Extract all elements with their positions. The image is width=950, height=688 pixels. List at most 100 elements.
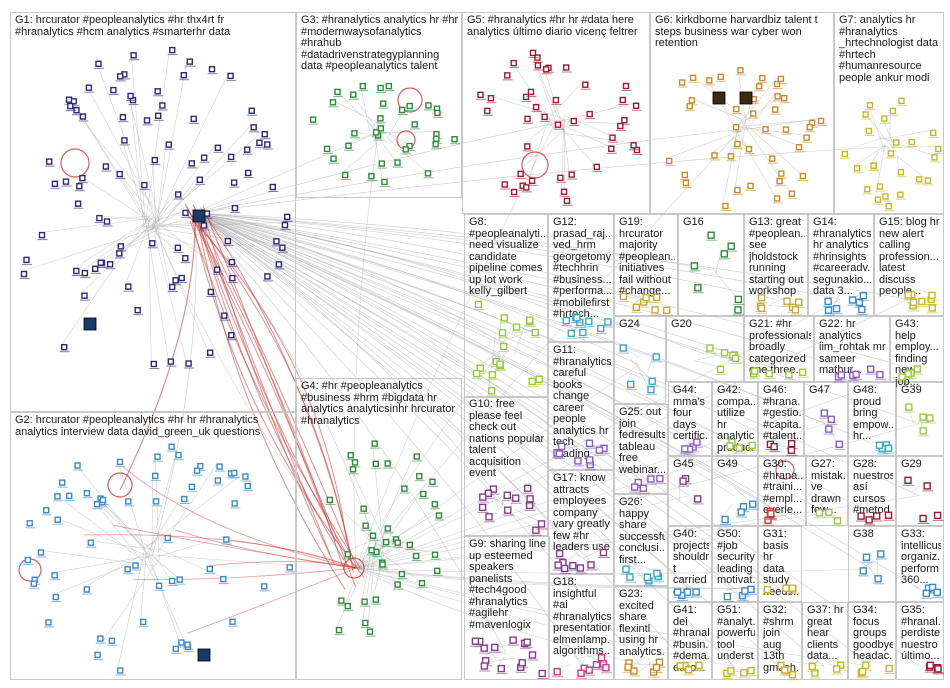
edge bbox=[117, 459, 148, 559]
edge bbox=[21, 227, 156, 272]
edge bbox=[745, 118, 819, 130]
group-label-g18: G18: insightful #ai #hranalytics present… bbox=[553, 577, 611, 657]
node-g4 bbox=[394, 539, 401, 546]
node-g2 bbox=[97, 635, 104, 642]
node-g2 bbox=[65, 492, 73, 500]
node-g1 bbox=[67, 102, 74, 110]
node-g2 bbox=[244, 482, 252, 490]
node-g2 bbox=[229, 618, 236, 625]
node-g5 bbox=[501, 181, 508, 188]
node-g6 bbox=[777, 75, 785, 83]
node-g1 bbox=[62, 178, 70, 185]
node-g47 bbox=[835, 440, 843, 448]
node-g34 bbox=[862, 661, 870, 669]
self-loop-edge bbox=[343, 557, 365, 579]
edge bbox=[130, 97, 145, 231]
edge bbox=[327, 497, 383, 549]
node-g2 bbox=[178, 639, 185, 646]
node-g47 bbox=[825, 425, 833, 433]
edge bbox=[143, 558, 157, 584]
edge bbox=[355, 129, 742, 569]
edge bbox=[374, 453, 415, 546]
node-g1 bbox=[174, 191, 182, 198]
edge bbox=[94, 501, 145, 564]
node-g4 bbox=[372, 460, 379, 467]
group-label-g13: G13: great #peoplean... see jholdstock r… bbox=[749, 217, 805, 297]
node-g3 bbox=[368, 172, 375, 180]
node-g2 bbox=[193, 467, 201, 474]
node-g10 bbox=[503, 491, 511, 499]
group-box-g45: G45 bbox=[668, 456, 712, 526]
edge bbox=[825, 660, 834, 667]
edge bbox=[355, 567, 825, 667]
node-g10 bbox=[504, 506, 512, 514]
node-g2 bbox=[124, 566, 131, 573]
edge bbox=[915, 289, 930, 293]
node-g2 bbox=[181, 495, 188, 503]
edge bbox=[548, 81, 584, 119]
group-box-g26: G26: happy share successful conclusi... … bbox=[614, 494, 668, 586]
group-label-g33: G33: intellicus organiz... perform 360..… bbox=[901, 529, 941, 586]
node-g2 bbox=[87, 539, 95, 546]
avatar-node-image bbox=[197, 648, 211, 662]
edge bbox=[355, 495, 920, 569]
group-box-g23: G23: excited share flexintl using hr ana… bbox=[614, 586, 668, 680]
edge bbox=[194, 212, 827, 514]
node-g46 bbox=[787, 439, 796, 448]
group-box-g14: G14: #hranalytics hr analytics #hrinsigh… bbox=[808, 214, 874, 316]
edge bbox=[154, 454, 160, 561]
node-g12 bbox=[573, 314, 581, 322]
node-g1 bbox=[20, 270, 28, 278]
group-box-g34: G34: focus groups goodbye headac... bbox=[848, 602, 896, 680]
group-box-g10: G10: free please feel check out nations … bbox=[464, 396, 548, 536]
node-g4 bbox=[371, 440, 378, 447]
node-g4 bbox=[349, 466, 357, 473]
edge bbox=[361, 551, 372, 600]
node-g4 bbox=[361, 598, 368, 605]
node-g4 bbox=[398, 570, 406, 578]
edge bbox=[897, 156, 899, 170]
node-g5 bbox=[563, 64, 570, 71]
node-g5 bbox=[586, 110, 593, 118]
group-box-g30: G30: #hrana... #traini... #empl... everl… bbox=[758, 456, 806, 526]
node-g1 bbox=[119, 113, 127, 121]
group-label-g17: G17: know attracts employees company var… bbox=[553, 473, 610, 553]
node-g6 bbox=[686, 102, 693, 110]
node-g1 bbox=[264, 273, 271, 280]
edge bbox=[740, 665, 745, 670]
edge bbox=[52, 555, 149, 574]
edge bbox=[113, 524, 357, 569]
edge bbox=[148, 220, 152, 362]
edge bbox=[689, 97, 743, 120]
node-g19 bbox=[619, 292, 627, 301]
node-g6 bbox=[774, 93, 781, 100]
edge bbox=[767, 434, 783, 442]
node-g1 bbox=[117, 243, 125, 250]
group-label-g10: G10: free please feel check out nations … bbox=[469, 399, 545, 479]
group-label-g6: G6: kirkdborne harvardbiz talent t steps… bbox=[655, 15, 818, 49]
edge bbox=[711, 267, 736, 297]
node-g5 bbox=[609, 134, 616, 141]
node-g12 bbox=[562, 316, 570, 325]
node-g2 bbox=[176, 576, 183, 583]
node-g11 bbox=[557, 442, 566, 451]
group-box-g13: G13: great #peoplean... see jholdstock r… bbox=[744, 214, 808, 316]
node-g1 bbox=[61, 344, 68, 351]
node-g8 bbox=[488, 371, 497, 379]
node-g9 bbox=[523, 638, 531, 646]
node-g4 bbox=[344, 551, 351, 558]
group-label-g20: G20 bbox=[671, 319, 692, 330]
node-g2 bbox=[216, 463, 223, 470]
node-g29 bbox=[919, 514, 927, 523]
edge bbox=[819, 417, 827, 427]
node-g7 bbox=[864, 186, 871, 193]
edge bbox=[727, 660, 733, 668]
node-g7 bbox=[897, 168, 905, 176]
edge bbox=[367, 544, 377, 630]
node-g1 bbox=[221, 312, 228, 319]
node-g6 bbox=[722, 202, 729, 210]
node-g3 bbox=[377, 125, 384, 132]
edge bbox=[581, 659, 585, 666]
node-g2 bbox=[117, 667, 124, 674]
node-g8 bbox=[472, 369, 481, 378]
